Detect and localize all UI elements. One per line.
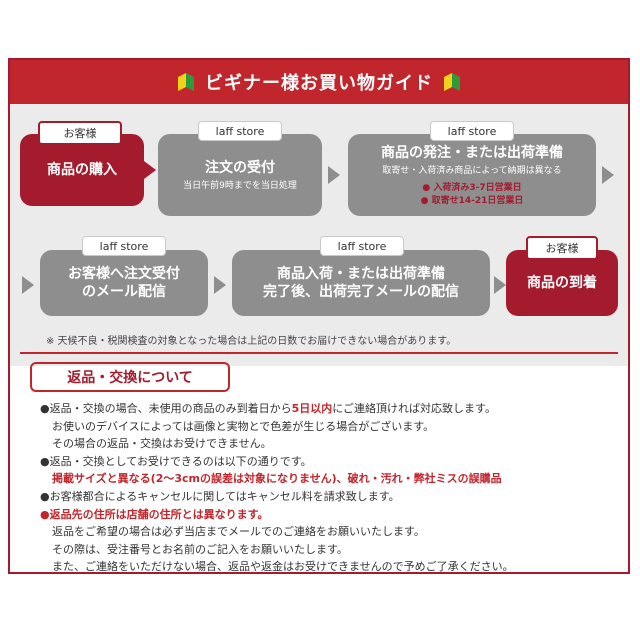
actor-tag-store: laff store (198, 121, 282, 141)
step-purchase: 商品の購入 (20, 134, 144, 206)
guide-title: ビギナー様お買い物ガイド (205, 73, 433, 94)
policy-line: ●返品・交換の場合、未使用の商品のみ到着日から5日以内にご連絡頂ければ対応致しま… (40, 402, 496, 415)
policy-line: その場合の返品・交換はお受けできません。 (52, 437, 272, 451)
step-ordering-or-shipping-prep: 商品の発注・または出荷準備 取寄せ・入荷済み商品によって納期は異なる ● 入荷済… (348, 134, 596, 216)
flow-arrow-icon (494, 276, 506, 294)
actor-tag-customer: お客様 (38, 121, 122, 145)
step-order-received: 注文の受付 当日午前9時までを当日処理 (158, 134, 322, 216)
step-label: 注文の受付 (205, 159, 275, 176)
flow-arrow-icon (214, 276, 226, 294)
policy-line: その際は、受注番号とお名前のご記入をお願いいたします。 (52, 542, 348, 556)
policy-line: ●お客様都合によるキャンセルに関してはキャンセル料を請求致します。 (40, 489, 400, 503)
beginner-leaf-icon (178, 73, 194, 91)
step-label: 商品の発注・または出荷準備 (381, 145, 563, 161)
policy-line-highlight: 掲載サイズと異なる(2〜3cmの誤差は対象になりません)、破れ・汚れ・弊社ミスの… (52, 472, 502, 486)
flow-arrow-icon (602, 166, 614, 184)
policy-line-highlight: ●返品先の住所は店舗の住所とは異なります。 (40, 507, 269, 521)
returns-policy-text: ●返品・交換の場合、未使用の商品のみ到着日から5日以内にご連絡頂ければ対応致しま… (40, 400, 620, 576)
delivery-disclaimer: ※ 天候不良・税関検査の対象となった場合は上記の日数でお届けできない場合がありま… (46, 336, 457, 347)
step-label: お客様へ注文受付 (68, 266, 180, 282)
actor-tag-store: laff store (430, 121, 514, 141)
lead-time-instock: ● 入荷済み3-7日営業日 (422, 183, 522, 193)
section-divider (20, 352, 618, 354)
flow-arrow-icon (22, 276, 34, 294)
step-label: 商品入荷・または出荷準備 (277, 266, 445, 282)
step-label: 商品の購入 (47, 162, 117, 178)
returns-section-title: 返品・交換について (30, 362, 230, 392)
actor-tag-store: laff store (82, 236, 166, 256)
flow-arrow-icon (328, 166, 340, 184)
step-order-email: お客様へ注文受付 のメール配信 (40, 250, 208, 316)
step-label: 完了後、出荷完了メールの配信 (263, 284, 459, 300)
actor-tag-store: laff store (320, 236, 404, 256)
policy-line: ●返品・交換としてお受けできるのは以下の通りです。 (40, 454, 312, 468)
step-shipping-complete-email: 商品入荷・または出荷準備 完了後、出荷完了メールの配信 (232, 250, 490, 316)
step-note: 当日午前9時までを当日処理 (183, 180, 297, 191)
shopping-guide-panel: ビギナー様お買い物ガイド 商品の購入 お客様 注文の受付 当日午前9時までを当日… (8, 58, 630, 574)
actor-tag-customer: お客様 (526, 236, 598, 260)
order-flow: 商品の購入 お客様 注文の受付 当日午前9時までを当日処理 laff store… (10, 104, 628, 366)
step-label: 商品の到着 (527, 275, 597, 291)
policy-line: また、ご連絡をいただけない場合、返品や返金はお受けできませんので予めご了承くださ… (52, 560, 514, 574)
step-arrival: 商品の到着 (506, 250, 618, 316)
flow-arrow-icon (144, 161, 156, 179)
step-label: のメール配信 (82, 284, 166, 300)
step-note: 取寄せ・入荷済み商品によって納期は異なる (382, 166, 562, 176)
beginner-leaf-icon (444, 73, 460, 91)
policy-line: 返品をご希望の場合は必ず当店までメールでのご連絡をお願いいたします。 (52, 525, 425, 539)
guide-header: ビギナー様お買い物ガイド (10, 60, 628, 104)
policy-line: お使いのデバイスによっては画像と実物とで色差が生じる場合がございます。 (52, 419, 435, 433)
lead-time-backorder: ● 取寄せ14-21日営業日 (420, 196, 524, 206)
